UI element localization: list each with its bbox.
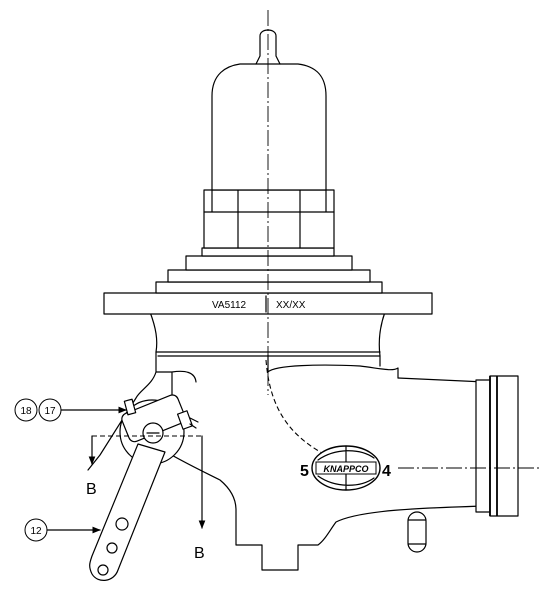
valve-body-lower — [159, 377, 486, 571]
model-label: VA5112 — [212, 300, 247, 311]
balloon-18-label: 18 — [20, 406, 32, 417]
section-marker-right: B — [194, 545, 205, 562]
balloon-18 — [14, 398, 38, 422]
outlet-flange-edge — [489, 376, 498, 516]
brand-logo-text: KNAPPCO — [323, 464, 368, 474]
hex-nut — [203, 189, 335, 249]
outlet-flange — [489, 375, 519, 517]
balloon-12-label: 12 — [30, 526, 42, 537]
lever-hole-top — [115, 517, 129, 531]
flange-step-2 — [167, 269, 371, 283]
outlet-pipe — [475, 379, 491, 513]
flow-path-curve — [265, 359, 341, 463]
flange-step-1 — [155, 281, 383, 294]
valve-body-outline — [87, 311, 399, 471]
hex-nut-faces — [203, 189, 335, 249]
port-right-number: 4 — [382, 463, 391, 480]
lever-arm — [89, 443, 166, 581]
date-label: XX/XX — [276, 300, 306, 311]
balloon-17-label: 17 — [44, 406, 56, 417]
lever-hole-middle — [106, 542, 118, 554]
flange-step-3 — [185, 255, 353, 271]
bonnet-dome — [211, 29, 327, 191]
port-left-number: 5 — [300, 463, 309, 480]
sight-window — [407, 511, 427, 553]
section-marker-left: B — [86, 481, 97, 498]
lever-hole-bottom — [97, 564, 109, 576]
